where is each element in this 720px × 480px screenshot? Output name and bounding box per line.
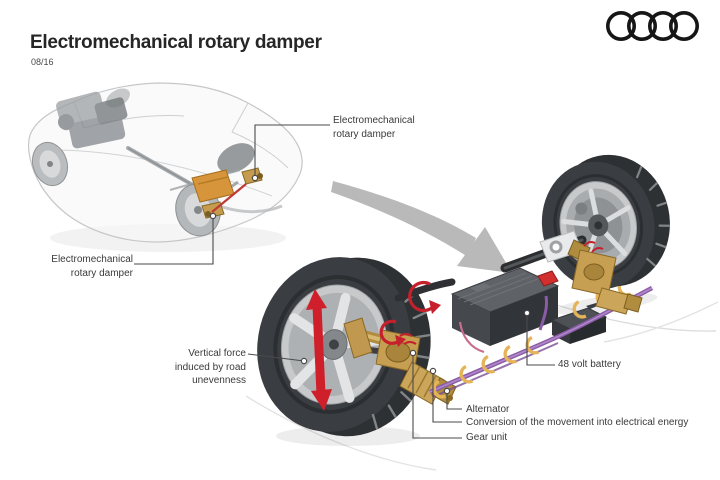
car-wheel-far-rear (217, 143, 255, 173)
zoom-arrow-icon (331, 181, 512, 273)
rotary-damper-right (567, 239, 643, 315)
label-vertical-force: Vertical force induced by road unevennes… (174, 348, 246, 386)
page-title: Electromechanical rotary damper (30, 32, 322, 53)
rotation-arrows (379, 280, 441, 347)
electronics-module (550, 303, 608, 344)
callout-line-alternator (446, 391, 462, 410)
car-wheel-front-left (31, 141, 69, 187)
callout-line-damper-left (134, 216, 214, 265)
callout-line-force (247, 353, 305, 362)
car-rotary-damper-unit (191, 167, 263, 219)
car-engine (56, 91, 128, 149)
label-alternator: Alternator (466, 404, 510, 415)
label-gear-unit: Gear unit (466, 432, 508, 443)
label-conversion: Conversion of the movement into electric… (466, 417, 689, 428)
label-damper-top: Electromechanical rotary damper (333, 115, 415, 140)
battery-48v (450, 267, 560, 346)
audi-rings-logo (606, 11, 700, 41)
ghost-car (27, 82, 303, 243)
battery-red-connector (537, 270, 559, 287)
callout-line-gear (412, 353, 462, 439)
half-shaft-left (394, 278, 456, 302)
wheel-detail-left (257, 257, 431, 437)
callout-line-damper-top (254, 124, 330, 178)
callout-line-conversion (432, 371, 462, 423)
label-damper-left: Electromechanical rotary damper (51, 254, 133, 279)
vertical-force-arrow (306, 289, 332, 411)
label-battery: 48 volt battery (558, 359, 621, 370)
callout-lines (134, 124, 555, 439)
callout-dots (209, 174, 531, 395)
wheel-detail-right (500, 154, 670, 315)
callout-line-battery (526, 313, 555, 366)
page-date: 08/16 (31, 57, 54, 67)
